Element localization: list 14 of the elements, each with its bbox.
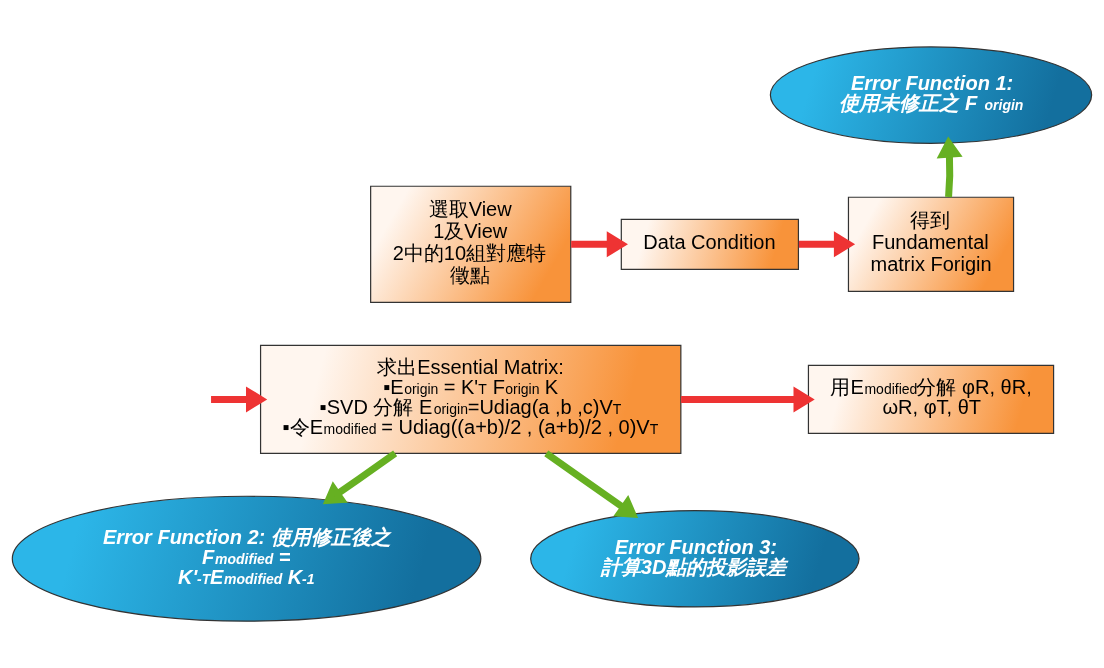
node-box: 用Emodified分解 φR, θR, ωR, φT, θT [807, 364, 1055, 435]
node-box: 選取View 1及View 2中的10組對應特徵點 [370, 185, 572, 303]
arrow [798, 231, 856, 258]
node-ellipse: Error Function 3: 計算3D點的投影誤差 [530, 509, 860, 608]
arrow [936, 136, 963, 198]
node-box: Data Condition [620, 218, 800, 270]
arrow [322, 450, 398, 505]
node-ellipse: Error Function 2: 使用修正後之 Fmodified = K'-TEmodified K-1 [11, 495, 482, 622]
arrow [571, 231, 628, 258]
node-box: 得到 Fundamental matrix Forigin [847, 196, 1015, 292]
node-box: 求出Essential Matrix: ▪Eorigin = K'T Forigin K ▪SVD 分解 Eorigin=Udiag(a ,b ,c)VT ▪令Emodified = Udiag((a+b)/2 , (a+b)/2 , 0)VT [259, 344, 682, 455]
arrow [681, 386, 815, 413]
arrow [544, 450, 639, 518]
node-ellipse: Error Function 1: 使用未修正之 F origin [769, 46, 1093, 144]
